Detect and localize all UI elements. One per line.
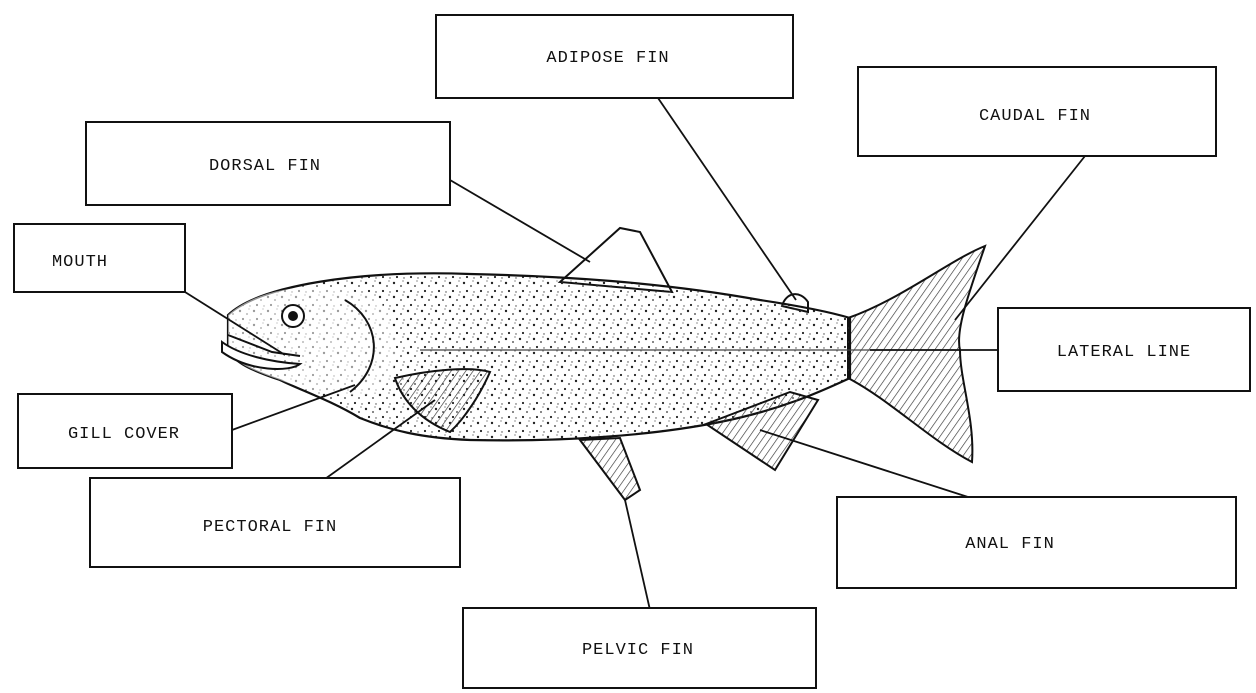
leader-caudal xyxy=(955,156,1085,320)
label-text: MOUTH xyxy=(52,253,108,272)
label-text: CAUDAL FIN xyxy=(979,107,1091,126)
label-adipose-fin: ADIPOSE FIN xyxy=(436,15,793,98)
label-text: PECTORAL FIN xyxy=(203,518,337,537)
label-gill-cover: GILL COVER xyxy=(18,394,232,468)
label-pelvic-fin: PELVIC FIN xyxy=(463,608,816,688)
eye-pupil xyxy=(288,311,298,321)
caudal-fin-shape xyxy=(848,246,985,462)
label-text: PELVIC FIN xyxy=(582,641,694,660)
label-text: ANAL FIN xyxy=(965,535,1055,554)
label-text: LATERAL LINE xyxy=(1057,343,1191,362)
label-lateral-line: LATERAL LINE xyxy=(998,308,1250,391)
fish-head xyxy=(228,287,396,395)
label-pectoral-fin: PECTORAL FIN xyxy=(90,478,460,567)
label-anal-fin: ANAL FIN xyxy=(837,497,1236,588)
leader-adipose xyxy=(658,98,796,300)
fish-illustration xyxy=(222,228,985,500)
leader-pelvic xyxy=(625,500,650,610)
label-text: DORSAL FIN xyxy=(209,157,321,176)
label-mouth: MOUTH xyxy=(14,224,185,292)
label-caudal-fin: CAUDAL FIN xyxy=(858,67,1216,156)
pelvic-fin-shape xyxy=(580,438,640,500)
label-dorsal-fin: DORSAL FIN xyxy=(86,122,450,205)
label-text: GILL COVER xyxy=(68,425,180,444)
leader-dorsal xyxy=(450,180,590,262)
label-text: ADIPOSE FIN xyxy=(546,49,669,68)
leader-gill xyxy=(232,385,355,430)
